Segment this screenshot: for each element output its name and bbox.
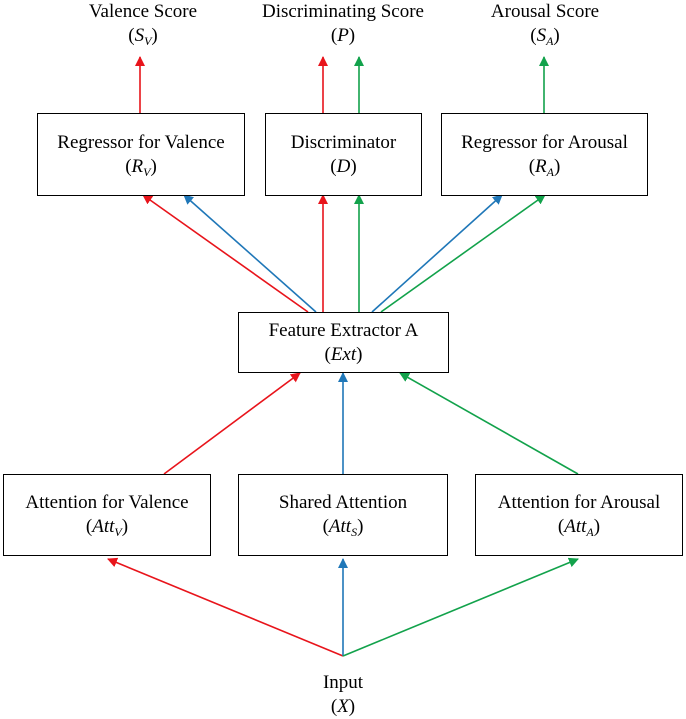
- attention-valence-symbol: (AttV): [85, 516, 129, 539]
- arrow-input-to-att-valence: [107, 557, 344, 657]
- regressor-arousal-box: Regressor for Arousal (RA): [441, 113, 648, 196]
- valence-score-label: Valence Score: [88, 1, 198, 22]
- attention-arousal-label: Attention for Arousal: [497, 492, 661, 513]
- arrow-att-arousal-to-extractor: [399, 372, 579, 475]
- input-node: Input (X): [323, 671, 363, 719]
- discriminating-score-label: Discriminating Score: [262, 1, 424, 22]
- arousal-score-output: Arousal Score (SA): [491, 0, 599, 48]
- feature-extractor-box: Feature Extractor A (Ext): [238, 312, 449, 373]
- attention-valence-sub: V: [114, 525, 122, 539]
- shared-attention-symbol: (AttS): [322, 516, 364, 539]
- regressor-valence-box: Regressor for Valence (RV): [37, 113, 245, 196]
- discriminator-symbol: (D): [330, 155, 357, 177]
- attention-valence-var: Att: [92, 516, 115, 537]
- attention-valence-box: Attention for Valence (AttV): [3, 474, 211, 556]
- arrow-extractor-to-regressor-arousal-blue: [371, 194, 503, 313]
- attention-arousal-symbol: (AttA): [557, 516, 601, 539]
- attention-arousal-sub: A: [586, 525, 594, 539]
- valence-score-output: Valence Score (SV): [89, 0, 197, 48]
- arrow-att-valence-to-extractor: [163, 372, 301, 475]
- feature-extractor-label: Feature Extractor A: [268, 319, 419, 341]
- arousal-score-symbol: (SA): [530, 25, 560, 48]
- feature-extractor-var: Ext: [330, 343, 357, 365]
- regressor-arousal-label: Regressor for Arousal: [461, 131, 628, 153]
- valence-score-var: S: [134, 25, 145, 46]
- input-var: X: [337, 696, 349, 717]
- attention-arousal-box: Attention for Arousal (AttA): [475, 474, 683, 556]
- feature-extractor-symbol: (Ext): [324, 343, 363, 365]
- regressor-valence-symbol: (RV): [125, 155, 157, 179]
- regressor-valence-label: Regressor for Valence: [57, 131, 225, 153]
- discriminator-var: D: [336, 155, 351, 177]
- arousal-score-sub: A: [546, 34, 554, 48]
- discriminating-score-var: P: [337, 25, 349, 46]
- input-symbol: (X): [330, 696, 356, 717]
- arrow-extractor-to-regressor-valence-blue: [183, 194, 317, 313]
- shared-attention-box: Shared Attention (AttS): [238, 474, 448, 556]
- regressor-valence-var: R: [131, 155, 144, 177]
- discriminating-score-symbol: (P): [330, 25, 356, 46]
- discriminating-score-output: Discriminating Score (P): [262, 0, 424, 48]
- arrow-input-to-att-arousal: [342, 557, 579, 657]
- arrow-extractor-to-regressor-valence-red: [142, 194, 309, 313]
- discriminator-label: Discriminator: [290, 131, 397, 153]
- arrow-extractor-to-regressor-arousal-green: [380, 194, 546, 313]
- input-label: Input: [322, 672, 364, 693]
- shared-attention-sub: S: [351, 525, 358, 539]
- attention-arousal-var: Att: [564, 516, 587, 537]
- arousal-score-var: S: [536, 25, 547, 46]
- discriminator-box: Discriminator (D): [265, 113, 422, 196]
- regressor-arousal-sub: A: [546, 164, 554, 179]
- valence-score-symbol: (SV): [128, 25, 158, 48]
- regressor-arousal-var: R: [535, 155, 547, 177]
- regressor-arousal-symbol: (RA): [528, 155, 561, 179]
- valence-score-sub: V: [144, 34, 152, 48]
- attention-valence-label: Attention for Valence: [25, 492, 189, 513]
- arousal-score-label: Arousal Score: [490, 1, 600, 22]
- regressor-valence-sub: V: [143, 164, 151, 179]
- shared-attention-var: Att: [328, 516, 352, 537]
- shared-attention-label: Shared Attention: [278, 492, 408, 513]
